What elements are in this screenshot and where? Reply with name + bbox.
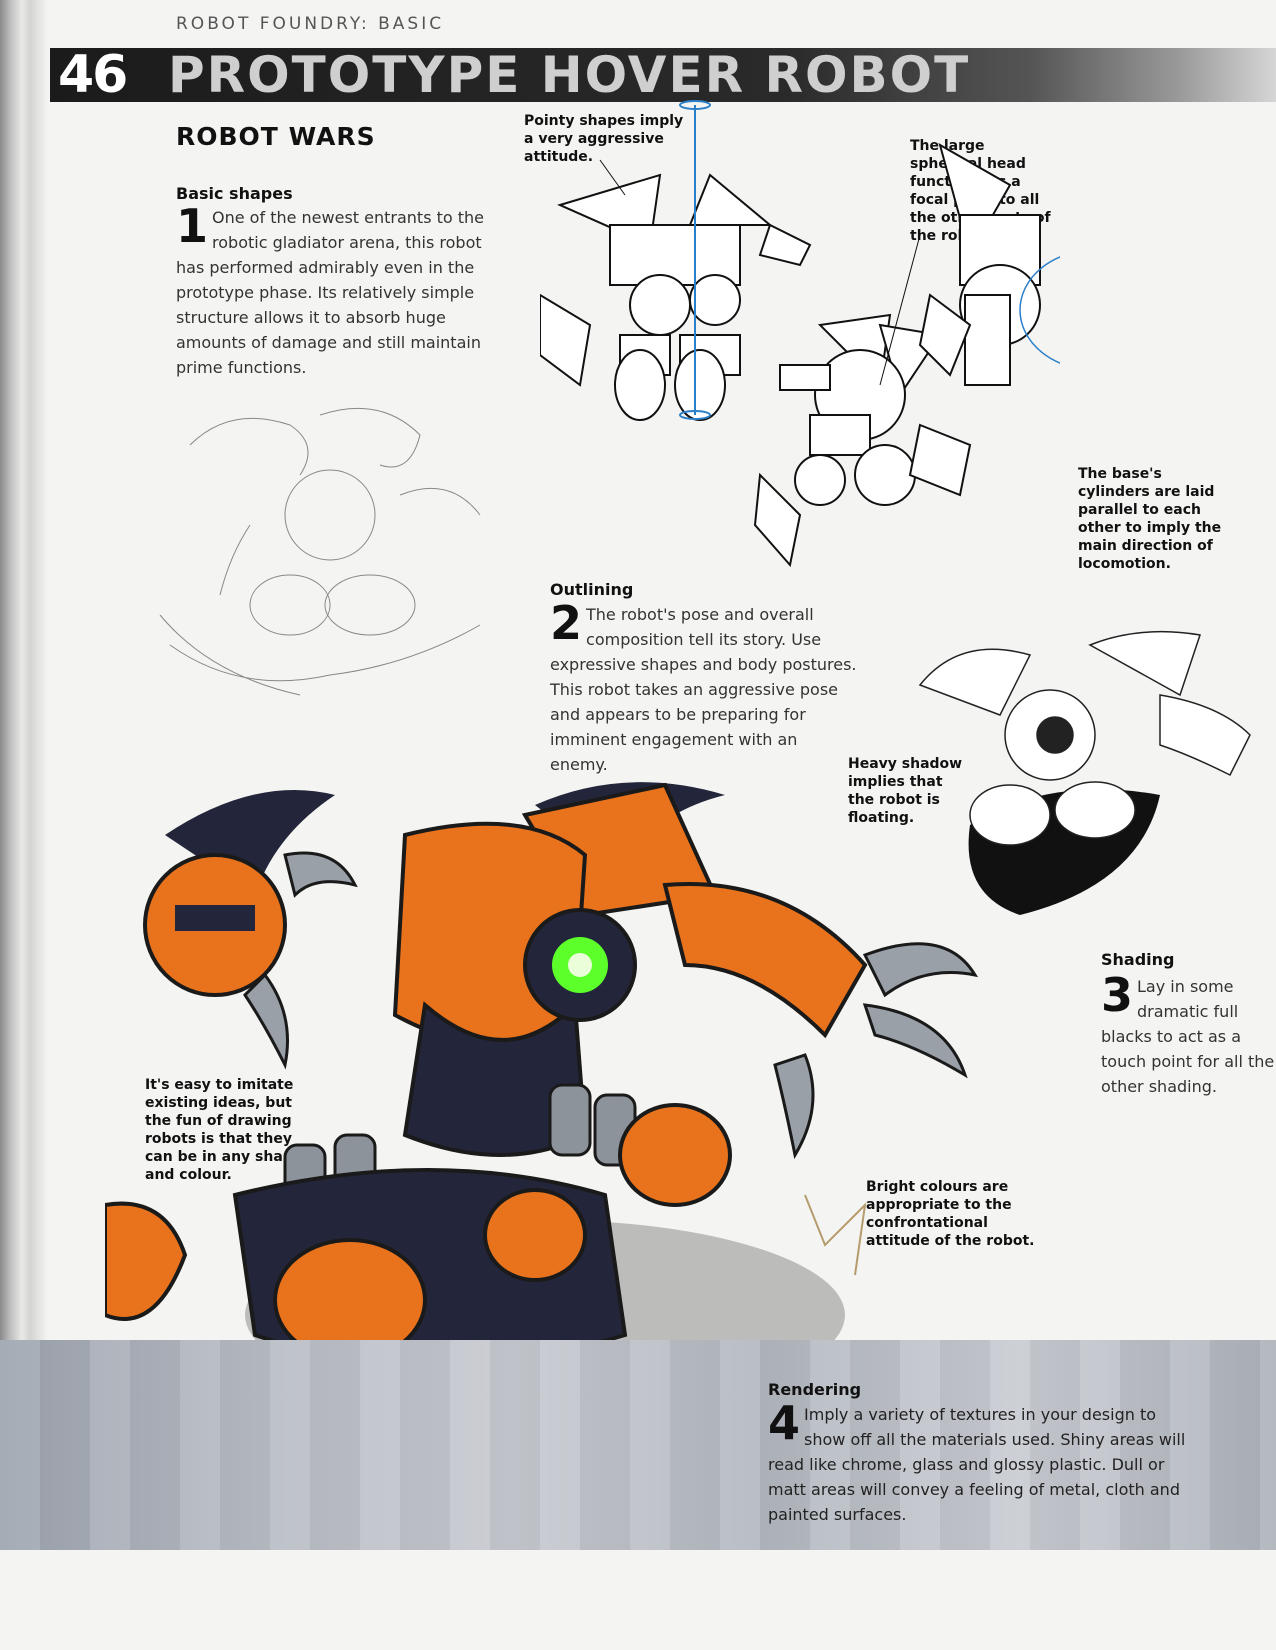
- step-4-number: 4: [768, 1396, 801, 1450]
- basic-shapes-drawing: [540, 100, 1060, 568]
- step-2-text: The robot's pose and overall composition…: [550, 605, 857, 774]
- running-head: ROBOT FOUNDRY: BASIC: [176, 14, 445, 34]
- callout-pointy-shapes: Pointy shapes imply a very aggressive at…: [524, 113, 684, 165]
- step-3-number: 3: [1101, 974, 1134, 1022]
- rendering-band: [0, 1340, 1276, 1550]
- page-bottom-margin: [0, 1550, 1276, 1650]
- step-3-title: Shading: [1101, 950, 1175, 969]
- page-number: 46: [58, 45, 128, 105]
- step-4-title: Rendering: [768, 1380, 862, 1399]
- page-title: PROTOTYPE HOVER ROBOT: [168, 46, 971, 104]
- callout-heavy-shadow: Heavy shadow implies that the robot is f…: [848, 756, 963, 826]
- step-1-number: 1: [176, 199, 209, 253]
- step-3-text: Lay in some dramatic full blacks to act …: [1101, 977, 1275, 1096]
- pencil-sketch: [159, 407, 481, 696]
- section-heading: ROBOT WARS: [176, 122, 376, 151]
- step-2-number: 2: [550, 596, 583, 650]
- step-2-title: Outlining: [550, 580, 634, 599]
- callout-bright-colours: Bright colours are appropriate to the co…: [866, 1179, 1035, 1249]
- shading-sketch: [918, 630, 1251, 915]
- rendering-band-pattern: [0, 1340, 1276, 1550]
- callout-base-cylinders: The base's cylinders are laid parallel t…: [1078, 466, 1222, 572]
- title-bar: [50, 48, 1276, 102]
- callout-imitate-ideas: It's easy to imitate existing ideas, but…: [145, 1077, 303, 1183]
- step-1-title: Basic shapes: [176, 184, 293, 203]
- step-4-text: Imply a variety of textures in your desi…: [768, 1405, 1186, 1524]
- step-1-text: One of the newest entrants to the roboti…: [176, 208, 485, 377]
